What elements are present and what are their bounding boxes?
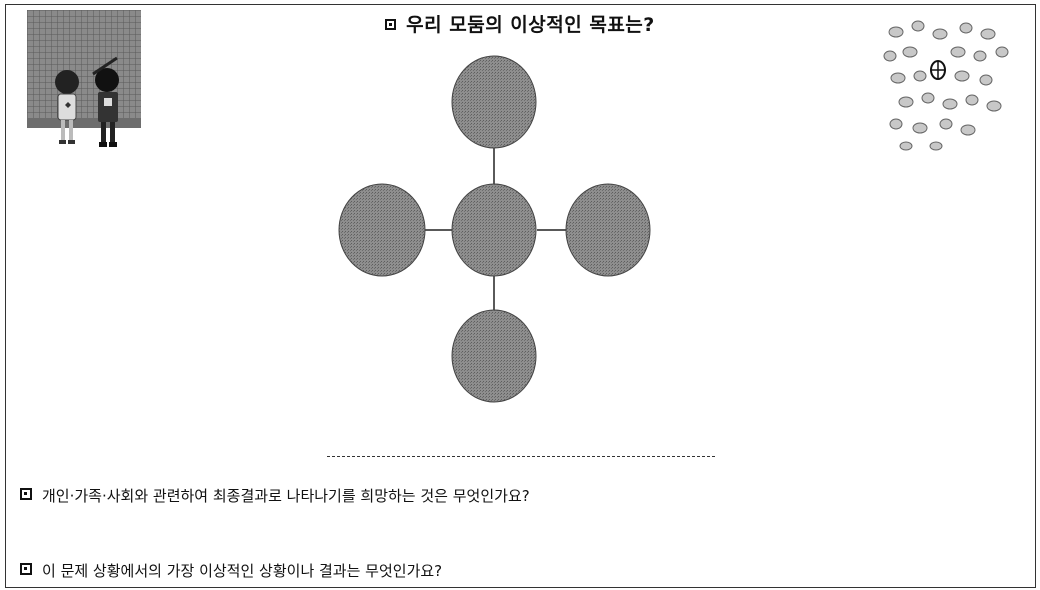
circle-center bbox=[451, 183, 537, 277]
question-1-text: 개인·가족·사회와 관련하여 최종결과로 나타나기를 희망하는 것은 무엇인가요… bbox=[42, 487, 530, 505]
circle-top bbox=[451, 55, 537, 149]
circle-right bbox=[565, 183, 651, 277]
question-2-text: 이 문제 상황에서의 가장 이상적인 상황이나 결과는 무엇인가요? bbox=[42, 562, 443, 580]
square-bullet-icon bbox=[20, 563, 32, 575]
square-bullet-icon bbox=[20, 488, 32, 500]
square-bullet-icon bbox=[385, 19, 397, 30]
page-title: 우리 모둠의 이상적인 목표는? bbox=[0, 10, 1040, 37]
page-frame bbox=[5, 4, 1036, 588]
connector-lines bbox=[425, 148, 566, 312]
question-1: 개인·가족·사회와 관련하여 최종결과로 나타나기를 희망하는 것은 무엇인가요… bbox=[20, 485, 530, 506]
children-illustration bbox=[27, 10, 141, 147]
circle-left bbox=[338, 183, 426, 277]
question-2: 이 문제 상황에서의 가장 이상적인 상황이나 결과는 무엇인가요? bbox=[20, 560, 442, 581]
dashed-divider bbox=[327, 456, 715, 457]
page-title-text: 우리 모둠의 이상적인 목표는? bbox=[406, 14, 655, 36]
crowd-cluster-illustration bbox=[883, 20, 1009, 151]
circle-bottom bbox=[451, 309, 537, 403]
